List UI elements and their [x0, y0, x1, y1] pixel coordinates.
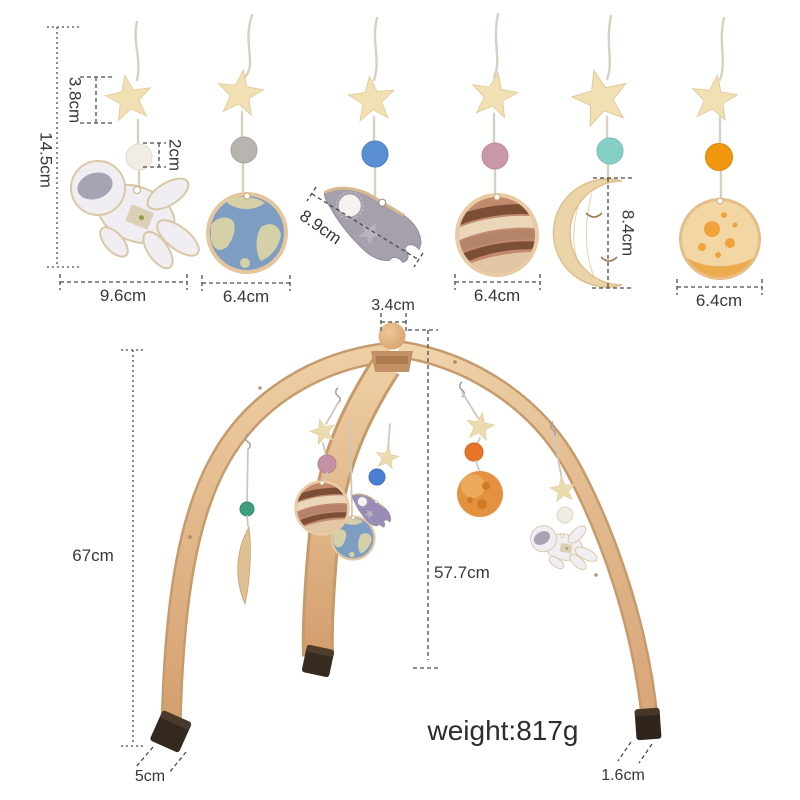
hanging-string: [134, 20, 140, 82]
moon-icon: [552, 178, 623, 288]
sleepy-eye: [585, 212, 603, 218]
top-ball-width-label: 3.4cm: [371, 297, 415, 314]
orange-planet-icon: [457, 471, 503, 517]
wood-sliver-icon: [237, 525, 251, 606]
hanger-height-label: 14.5cm: [37, 132, 56, 188]
pompom-blue: [361, 140, 389, 168]
star-icon: [214, 66, 267, 117]
star-size-label: 3.8cm: [66, 77, 85, 123]
star-icon: [346, 73, 398, 123]
right-foot-cap: [634, 707, 662, 741]
pompom-white: [556, 506, 574, 524]
star-icon: [464, 410, 497, 442]
toy-row: [70, 12, 761, 288]
toy-astronaut: [70, 20, 206, 274]
orange-moon-width-label: 6.4cm: [696, 291, 742, 310]
star-icon: [566, 63, 635, 130]
pompom-size-label: 2cm: [166, 139, 185, 171]
earth-width-label: 6.4cm: [223, 287, 269, 306]
bead-blue: [368, 468, 386, 486]
star-icon: [688, 71, 741, 122]
bead-green: [239, 501, 255, 517]
right-arch: [398, 342, 657, 723]
star-icon: [101, 70, 156, 123]
foot-thickness-label: 1.6cm: [601, 767, 645, 784]
orange-moon-icon: [679, 197, 761, 280]
astronaut-icon: [70, 160, 206, 274]
left-foot-cap: [150, 710, 192, 753]
pompom-teal: [596, 137, 624, 165]
pompom-pink: [481, 142, 509, 170]
toy-orange-moon: [679, 16, 761, 280]
toy-rocket: [310, 16, 431, 276]
sleepy-eye: [600, 256, 618, 262]
foot-length-label: 5cm: [135, 768, 165, 785]
gym-hanging-toys: [237, 391, 603, 606]
earth-icon: [205, 191, 289, 275]
top-ball-knob: [378, 322, 406, 350]
toy-earth: [205, 13, 289, 275]
dimension-annotations: 14.5cm 3.8cm 2cm 9.6cm 6.4cm 8.9cm 6.4cm: [37, 26, 763, 785]
left-arch: [163, 344, 391, 729]
pompom-orange: [705, 143, 733, 171]
pompom-gray: [230, 136, 258, 164]
striped-planet-width-label: 6.4cm: [474, 286, 520, 305]
pompom-dark-orange: [464, 442, 484, 462]
moon-height-label: 8.4cm: [619, 210, 638, 256]
pompom-white: [125, 143, 153, 171]
toy-striped-planet: [450, 12, 547, 285]
weight-label: weight:817g: [426, 715, 578, 746]
pompom-mauve: [317, 454, 337, 474]
stand-height-label: 67cm: [72, 546, 114, 565]
astronaut-width-label: 9.6cm: [100, 286, 146, 305]
striped-planet-icon: [450, 193, 547, 285]
inner-drop-height-label: 57.7cm: [434, 563, 490, 582]
center-foot-cap: [301, 644, 335, 678]
play-gym: [150, 322, 662, 753]
toy-moon: [552, 14, 635, 288]
